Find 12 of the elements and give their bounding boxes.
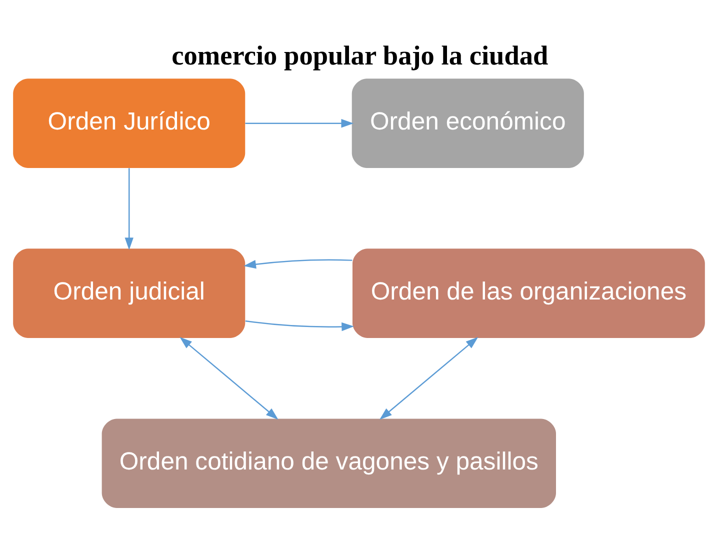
node-box: Orden judicial (13, 248, 246, 338)
node-box: Orden económico (352, 78, 584, 168)
arrow (245, 119, 354, 128)
arrow (124, 168, 134, 250)
node-box: Orden Jurídico (13, 78, 246, 168)
arrow (180, 336, 278, 420)
arrow (245, 320, 354, 332)
arrow (380, 336, 478, 420)
node-box: Orden cotidiano de vagones y pasillos (102, 418, 556, 508)
diagram-title: comercio popular bajo la ciudad (172, 40, 548, 71)
node-box: Orden de las organizaciones (352, 248, 705, 338)
arrow (244, 259, 352, 269)
